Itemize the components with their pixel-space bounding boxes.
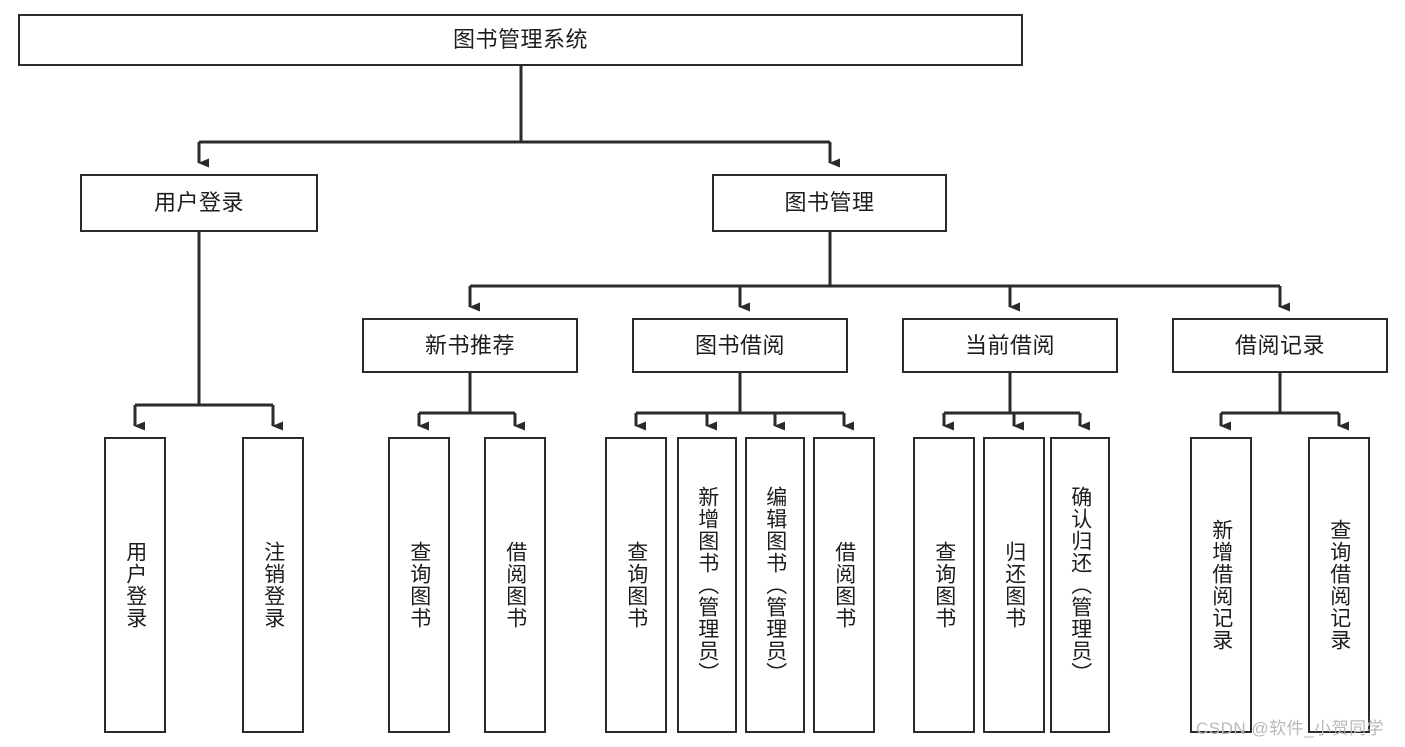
node-label-leaf-confirm-return-admin: 确认归还（管理员） — [1068, 486, 1092, 684]
node-root[interactable]: 图书管理系统 — [18, 14, 1023, 66]
node-leaf-user-login[interactable]: 用户登录 — [104, 437, 166, 733]
node-leaf-add-book-admin[interactable]: 新增图书（管理员） — [677, 437, 737, 733]
node-label-leaf-borrow-book-2: 借阅图书 — [832, 541, 856, 629]
node-leaf-query-book-2[interactable]: 查询图书 — [605, 437, 667, 733]
node-book-manage[interactable]: 图书管理 — [712, 174, 947, 232]
node-label-book-manage: 图书管理 — [784, 190, 875, 216]
node-leaf-user-logout[interactable]: 注销登录 — [242, 437, 304, 733]
node-leaf-return-book[interactable]: 归还图书 — [983, 437, 1045, 733]
node-label-leaf-query-book-1: 查询图书 — [407, 541, 431, 629]
node-label-leaf-query-book-2: 查询图书 — [624, 541, 648, 629]
node-label-new-book-recommend: 新书推荐 — [424, 332, 515, 358]
node-label-root: 图书管理系统 — [452, 27, 588, 53]
node-label-book-borrow: 图书借阅 — [694, 332, 785, 358]
node-label-leaf-user-login: 用户登录 — [123, 541, 147, 629]
node-label-leaf-add-record: 新增借阅记录 — [1209, 519, 1233, 651]
node-leaf-borrow-book-2[interactable]: 借阅图书 — [813, 437, 875, 733]
node-new-book-recommend[interactable]: 新书推荐 — [362, 318, 578, 373]
node-borrow-record[interactable]: 借阅记录 — [1172, 318, 1388, 373]
node-label-leaf-borrow-book-1: 借阅图书 — [503, 541, 527, 629]
node-label-current-borrow: 当前借阅 — [964, 332, 1055, 358]
node-label-leaf-query-record: 查询借阅记录 — [1327, 519, 1351, 651]
node-leaf-query-book-3[interactable]: 查询图书 — [913, 437, 975, 733]
connector-lines — [133, 66, 1349, 431]
node-current-borrow[interactable]: 当前借阅 — [902, 318, 1118, 373]
node-label-leaf-user-logout: 注销登录 — [261, 541, 285, 629]
node-leaf-edit-book-admin[interactable]: 编辑图书（管理员） — [745, 437, 805, 733]
node-user-login[interactable]: 用户登录 — [80, 174, 318, 232]
node-leaf-confirm-return-admin[interactable]: 确认归还（管理员） — [1050, 437, 1110, 733]
node-label-leaf-query-book-3: 查询图书 — [932, 541, 956, 629]
node-label-borrow-record: 借阅记录 — [1234, 332, 1325, 358]
node-label-user-login: 用户登录 — [153, 190, 244, 216]
node-label-leaf-return-book: 归还图书 — [1002, 541, 1026, 629]
node-leaf-query-record[interactable]: 查询借阅记录 — [1308, 437, 1370, 733]
node-leaf-borrow-book-1[interactable]: 借阅图书 — [484, 437, 546, 733]
node-label-leaf-edit-book-admin: 编辑图书（管理员） — [763, 486, 787, 684]
node-leaf-add-record[interactable]: 新增借阅记录 — [1190, 437, 1252, 733]
node-leaf-query-book-1[interactable]: 查询图书 — [388, 437, 450, 733]
node-label-leaf-add-book-admin: 新增图书（管理员） — [695, 486, 719, 684]
node-book-borrow[interactable]: 图书借阅 — [632, 318, 848, 373]
